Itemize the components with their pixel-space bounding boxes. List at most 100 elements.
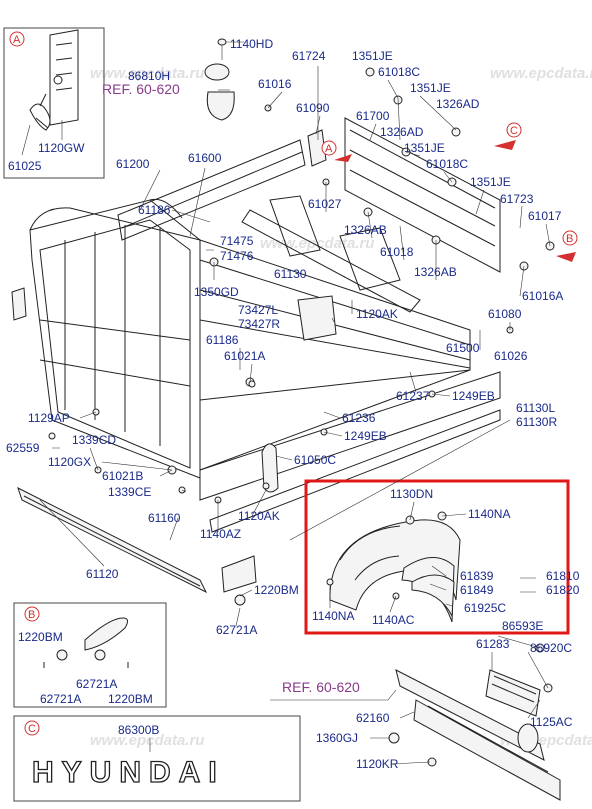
hyundai-emblem: HYUNDAI [32, 756, 225, 789]
inset-a: A 1120GW 61025 [3, 27, 105, 179]
part-label: 62559 [6, 441, 40, 455]
part-label: 1140AZ [200, 527, 241, 541]
part-labels: 1140HD 86810H 61724 1351JE 61018C 1351JE… [6, 37, 580, 771]
part-label: 1351JE [404, 141, 445, 155]
part-label: 1326AB [344, 223, 387, 237]
part-label: 61050C [294, 453, 336, 467]
part-label: 71476 [220, 249, 254, 263]
inset-b-label: 62721A [40, 692, 81, 706]
part-label: 1326AD [380, 125, 424, 139]
part-label: 61018C [378, 65, 420, 79]
part-label: 1129AP [28, 411, 70, 425]
part-label: 1140HD [230, 37, 273, 51]
chassis-parts [388, 643, 561, 801]
watermark: www.epcdata.ru [90, 65, 204, 82]
part-label: 1140NA [312, 609, 354, 623]
part-label: 61080 [488, 307, 522, 321]
part-label: 1140AC [372, 613, 415, 627]
part-label: 1120KR [356, 757, 399, 771]
part-label: 61700 [356, 109, 390, 123]
part-label: 61016 [258, 77, 292, 91]
part-label: 1326AB [414, 265, 457, 279]
part-label: 61018 [380, 245, 414, 259]
part-label: 61017 [528, 209, 562, 223]
part-label: 61237 [396, 389, 430, 403]
part-label: 61925C [464, 601, 506, 615]
inset-c-letter: C [28, 723, 36, 735]
part-label: 61849 [460, 583, 494, 597]
callout-arrows: A B C [321, 122, 578, 262]
inset-a-label: 61025 [8, 159, 42, 173]
part-label: 86810H [128, 69, 170, 83]
part-label: 1249EB [344, 429, 387, 443]
part-label: 61160 [148, 511, 181, 525]
part-label: 61120 [86, 567, 119, 581]
callout-a-letter: A [325, 143, 333, 155]
inset-b-label: 62721A [76, 677, 117, 691]
fuel-filler-assembly [204, 38, 244, 121]
part-label: 61027 [308, 197, 342, 211]
part-label: 62721A [216, 623, 257, 637]
part-label: 61820 [546, 583, 580, 597]
part-label: 61090 [296, 101, 330, 115]
inset-b-letter: B [28, 609, 35, 621]
part-label: 61021A [224, 349, 265, 363]
part-label: 1120AK [356, 307, 398, 321]
inset-a-label: 1120GW [38, 141, 85, 155]
callout-c-letter: C [510, 125, 518, 137]
part-label: 1339CE [108, 485, 151, 499]
part-label: 61021B [102, 469, 143, 483]
part-label: 61236 [342, 411, 376, 425]
part-label: 61810 [546, 569, 580, 583]
part-label: 1360GJ [316, 731, 358, 745]
watermark: www.epcdata.ru [90, 732, 204, 749]
part-label: 1120AK [238, 509, 280, 523]
callout-b-letter: B [566, 233, 573, 245]
part-label: 1125AC [530, 715, 573, 729]
part-label: 86593E [502, 619, 543, 633]
watermark: www.epcdata.ru [490, 65, 592, 82]
part-label: 1351JE [410, 81, 451, 95]
part-label: 61016A [522, 289, 563, 303]
part-label: 71475 [220, 234, 254, 248]
part-label: 61130 [274, 267, 307, 281]
part-label: 1130DN [390, 487, 433, 501]
part-label: 73427L [238, 303, 278, 317]
part-label: 61600 [188, 151, 222, 165]
part-label: 1339CD [72, 433, 116, 447]
part-label: 61723 [500, 192, 534, 206]
part-label: 1351JE [352, 49, 393, 63]
part-label: 61130L [516, 401, 555, 415]
part-label: 61500 [446, 341, 480, 355]
leader-lines [39, 66, 551, 765]
part-label: 73427R [238, 317, 280, 331]
inset-c: C 86300B HYUNDAI [13, 715, 301, 802]
part-label: 61200 [116, 157, 150, 171]
ref-label: REF. 60-620 [282, 679, 360, 695]
cargo-body [11, 117, 501, 606]
part-label: 1220BM [254, 583, 299, 597]
part-label: 61018C [426, 157, 468, 171]
inset-b-label: 1220BM [108, 692, 153, 706]
part-label: 61283 [476, 637, 510, 651]
part-label: 1351JE [470, 175, 511, 189]
part-label: 62160 [356, 711, 390, 725]
part-label: 1249EB [452, 389, 495, 403]
part-label: 1350GD [194, 285, 239, 299]
inset-b-label: 1220BM [18, 630, 63, 644]
inset-a-letter: A [13, 34, 21, 46]
inset-b: B 1220BM 62721A 62721A 1220BM [13, 602, 167, 708]
part-label: 61839 [460, 569, 494, 583]
part-label: 61130R [516, 415, 557, 429]
part-label: 61724 [292, 49, 326, 63]
ref-label: REF. 60-620 [102, 81, 180, 97]
part-label: 61186 [206, 333, 239, 347]
part-label: 1140NA [468, 507, 510, 521]
part-label: 61026 [494, 349, 528, 363]
part-label: 86920C [530, 641, 572, 655]
inset-c-label: 86300B [118, 723, 159, 737]
part-label: 1120GX [48, 455, 91, 469]
part-label: 1326AD [436, 97, 480, 111]
part-label: 61186 [138, 203, 171, 217]
